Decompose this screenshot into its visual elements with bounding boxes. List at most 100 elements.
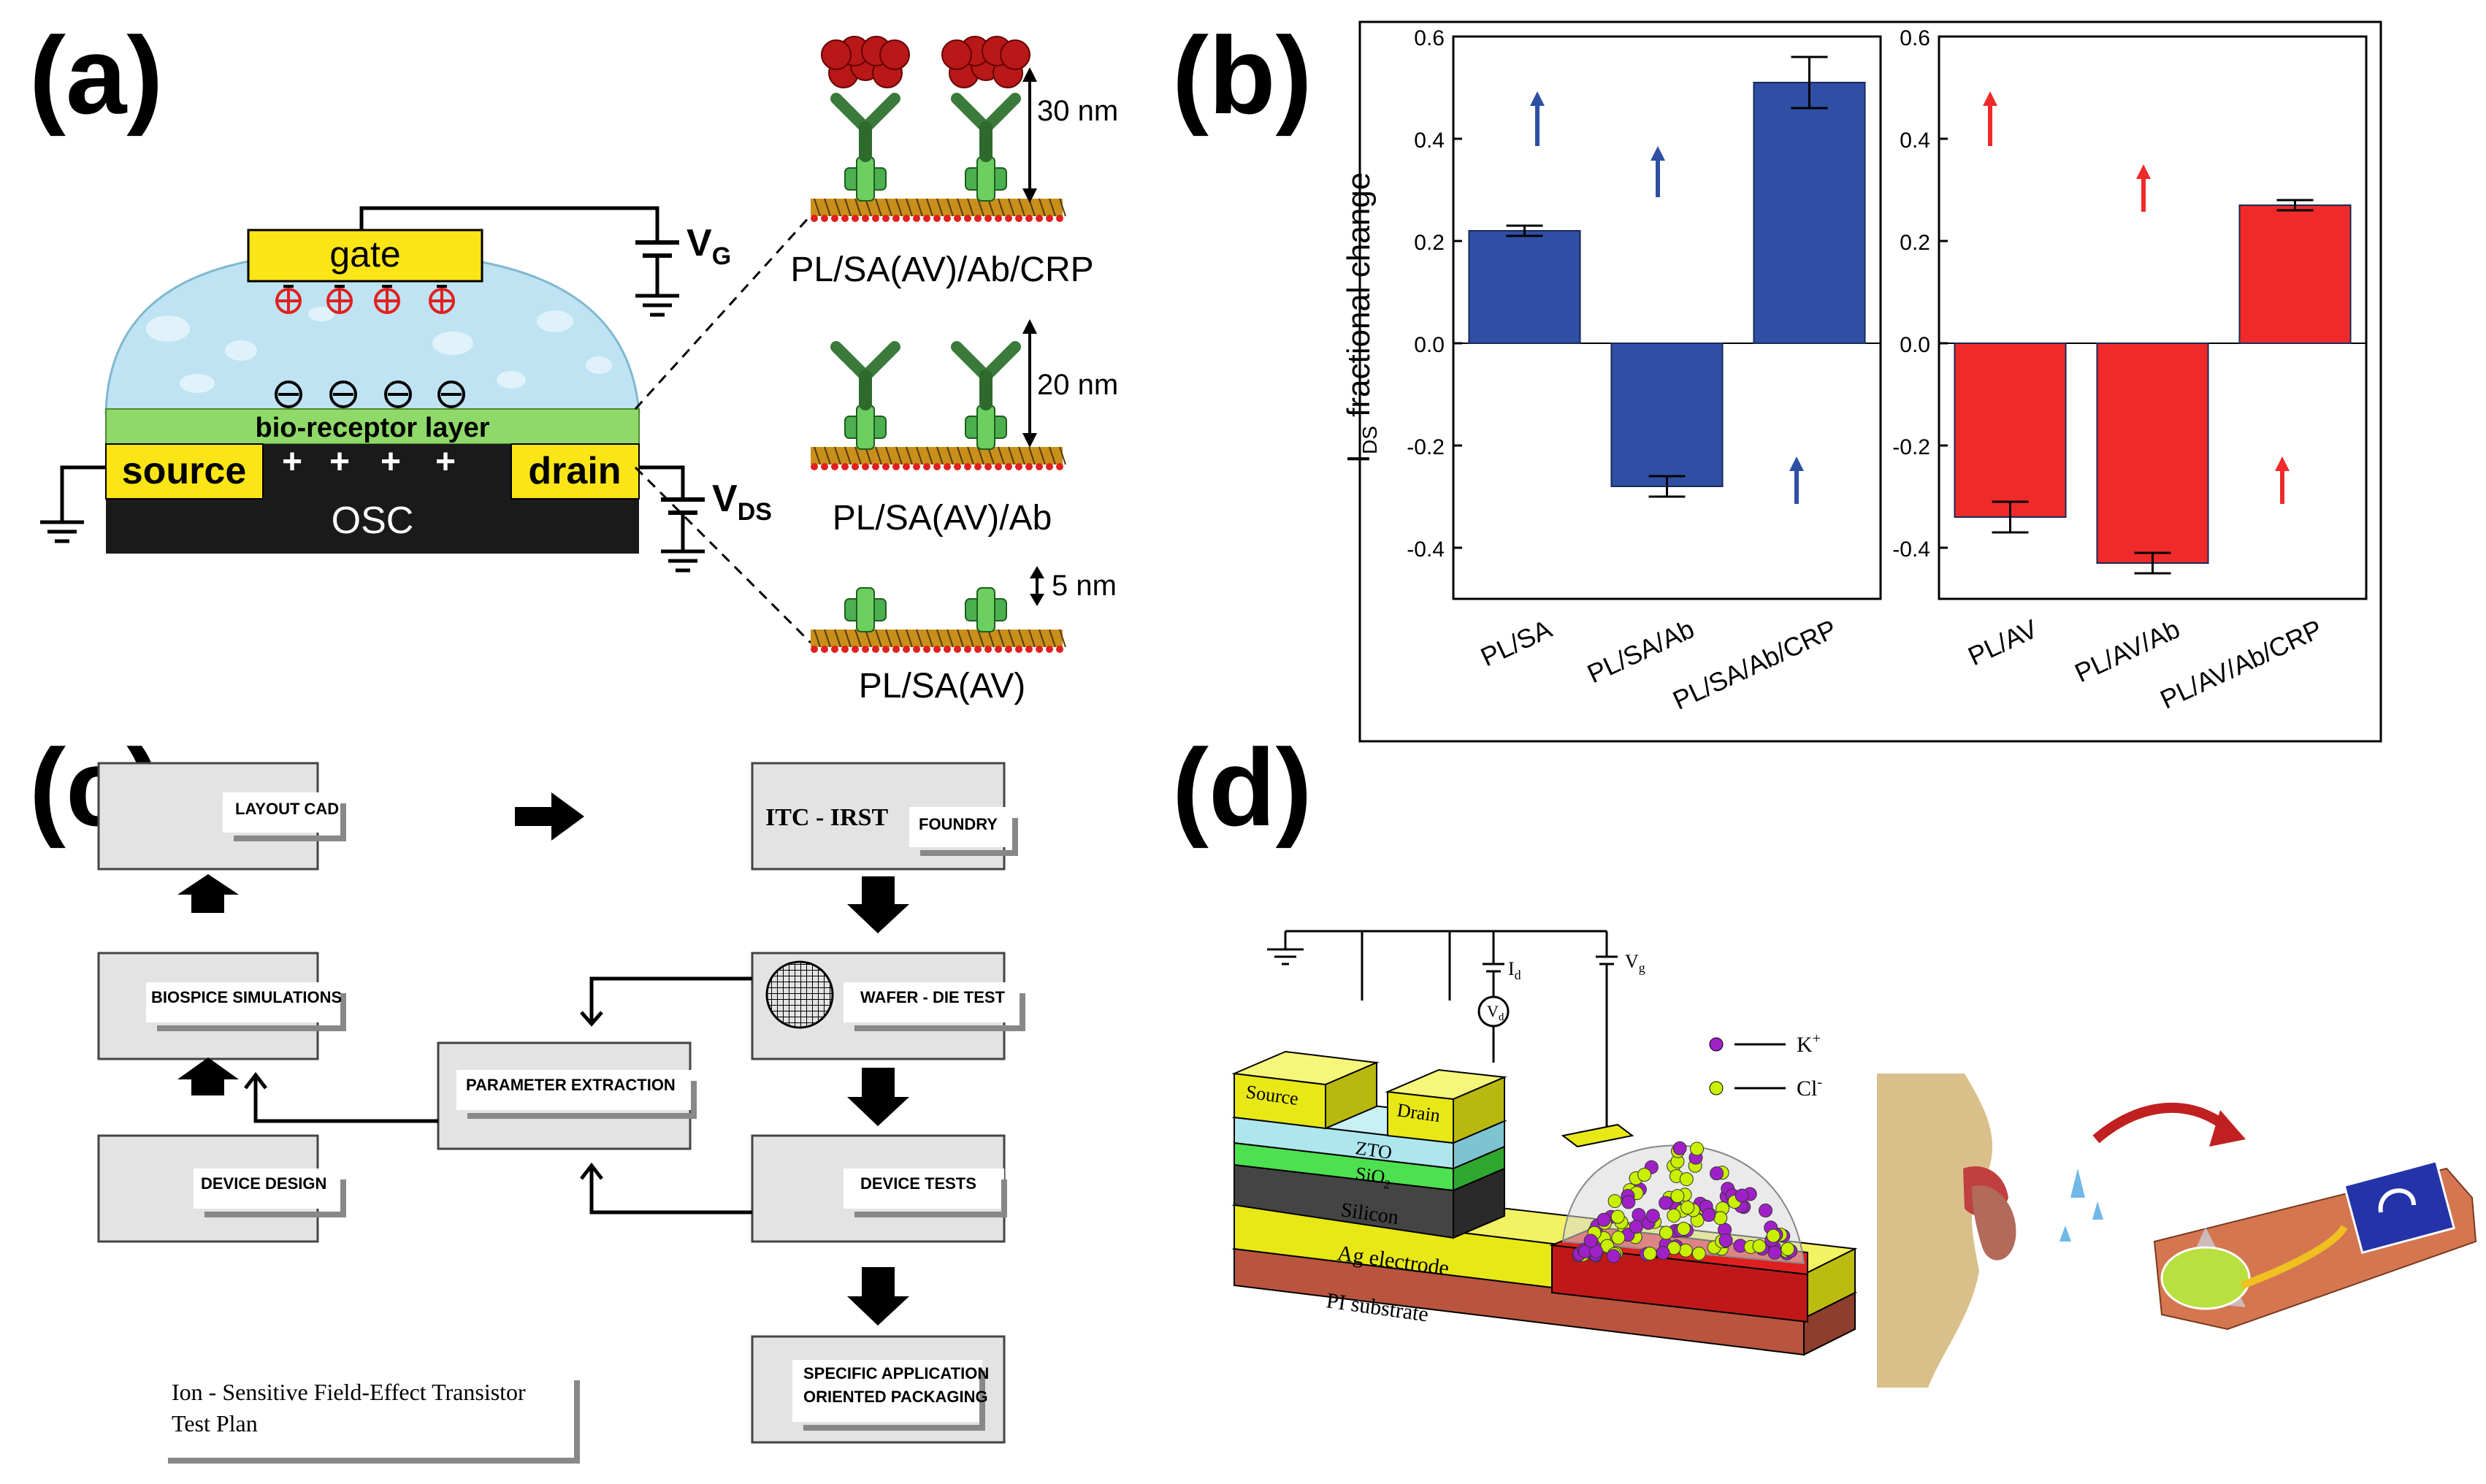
lipid-head xyxy=(964,215,971,222)
panel-label-a: (a) xyxy=(29,14,163,137)
lipid-tail xyxy=(906,629,913,648)
plot-area-right xyxy=(1938,35,2368,600)
bar xyxy=(1954,343,2067,518)
gate-electrode xyxy=(247,229,483,283)
ion xyxy=(1606,1249,1621,1263)
chart-frame xyxy=(1358,20,2382,743)
ion xyxy=(1632,1208,1646,1223)
lipid-head xyxy=(944,646,951,653)
lipid-head xyxy=(892,646,900,653)
lipid-head xyxy=(1036,463,1043,470)
lipid-tail xyxy=(895,446,903,465)
lipid-head xyxy=(984,215,992,222)
d-id-label: Id xyxy=(1508,958,1521,982)
lipid-tail xyxy=(998,198,1005,217)
x-tick-label: PL/AV xyxy=(1963,613,2041,671)
lipid-head xyxy=(903,646,910,653)
lipid-head xyxy=(882,215,890,222)
lipid-tail xyxy=(814,446,821,465)
lipid-tail xyxy=(885,629,892,648)
ion xyxy=(1645,1209,1660,1223)
ion xyxy=(1637,1168,1652,1182)
ion xyxy=(1676,1221,1691,1236)
lipid-head xyxy=(913,463,920,470)
lipid-head xyxy=(811,646,818,653)
d-ions xyxy=(1572,1141,1798,1263)
lipid-head xyxy=(872,463,879,470)
lipid-tail xyxy=(1049,446,1056,465)
ion xyxy=(1680,1200,1695,1215)
lipid-tail xyxy=(1018,629,1025,648)
ground-icon xyxy=(635,294,679,317)
lipid-head xyxy=(862,215,869,222)
lipid-head xyxy=(821,646,828,653)
panel-label-b: (b) xyxy=(1172,14,1312,137)
lipid-head xyxy=(964,646,971,653)
y-tick-label: 0.2 xyxy=(1414,231,1445,255)
label-packaging-2: ORIENTED PACKAGING xyxy=(803,1388,988,1406)
lipid-head xyxy=(995,463,1002,470)
d-sio2-label: SiO2 xyxy=(1354,1163,1393,1191)
lipid-head xyxy=(852,463,859,470)
x-tick-label: PL/SA/Ab xyxy=(1583,613,1699,689)
lipid-head xyxy=(974,215,982,222)
streptavidin xyxy=(856,156,875,202)
bio-receptor-label: bio-receptor layer xyxy=(256,413,490,443)
lipid-head xyxy=(831,646,838,653)
dimension-20nm: 20 nm xyxy=(1037,369,1118,401)
lipid-tail xyxy=(967,198,974,217)
streptavidin xyxy=(976,587,995,632)
stack-label-ab: PL/SA(AV)/Ab xyxy=(833,499,1052,538)
ion xyxy=(1629,1220,1643,1234)
vds-label: VDS xyxy=(712,478,772,526)
d-legend-k: K+ xyxy=(1797,1030,1821,1057)
lipid-head xyxy=(1056,646,1063,653)
ion xyxy=(1678,1243,1693,1258)
y-tick-label: 0.4 xyxy=(1900,129,1930,153)
svg-text:+: + xyxy=(329,443,350,481)
lipid-head xyxy=(862,646,869,653)
ion xyxy=(1672,1141,1687,1155)
dimension-30nm: 30 nm xyxy=(1037,95,1118,127)
ion xyxy=(1610,1209,1625,1224)
ion xyxy=(1690,1141,1705,1156)
lipid-head xyxy=(923,215,930,222)
lipid-head xyxy=(984,646,992,653)
lipid-head xyxy=(984,463,992,470)
lipid-head xyxy=(913,215,920,222)
d-gate-tab xyxy=(1561,1123,1634,1148)
lipid-tail xyxy=(977,198,984,217)
vg-label: VG xyxy=(686,222,731,270)
crp-protein xyxy=(941,39,972,70)
lipid-head xyxy=(923,646,930,653)
label-foundry: FOUNDRY xyxy=(919,815,998,833)
lipid-tail xyxy=(1028,629,1036,648)
wafer-icon xyxy=(765,960,834,1029)
x-tick-label: PL/SA xyxy=(1476,613,1556,672)
lipid-head xyxy=(1046,463,1053,470)
lipid-tail xyxy=(1059,198,1066,217)
lipid-head xyxy=(1036,646,1043,653)
panel-c: LAYOUT CAD BIOSPICE SIMULATIONS DEVICE D… xyxy=(97,762,1025,1464)
ion xyxy=(1718,1234,1733,1248)
x-tick-label: PL/AV/Ab/CRP xyxy=(2156,613,2327,714)
lipid-tail xyxy=(977,446,984,465)
electrolyte-bubbles xyxy=(146,307,612,393)
ion xyxy=(1607,1194,1622,1209)
stack-label-crp: PL/SA(AV)/Ab/CRP xyxy=(790,250,1093,289)
plot-area-left xyxy=(1452,35,1882,600)
lipid-tail xyxy=(875,198,882,217)
lipid-layer xyxy=(811,630,1063,647)
receptor-minus-charges xyxy=(275,380,465,408)
lipid-head xyxy=(1046,215,1053,222)
ion xyxy=(1611,1231,1626,1245)
caption-line-1: Ion - Sensitive Field-Effect Transistor xyxy=(172,1379,526,1405)
flow-label-tabs xyxy=(146,792,1025,1464)
lipid-layer xyxy=(811,199,1063,216)
label-param-extraction: PARAMETER EXTRACTION xyxy=(466,1076,676,1094)
svg-text:+: + xyxy=(380,443,401,481)
ion xyxy=(1679,1172,1694,1187)
vds-ground-icon xyxy=(661,549,705,573)
lipid-tail xyxy=(824,198,831,217)
